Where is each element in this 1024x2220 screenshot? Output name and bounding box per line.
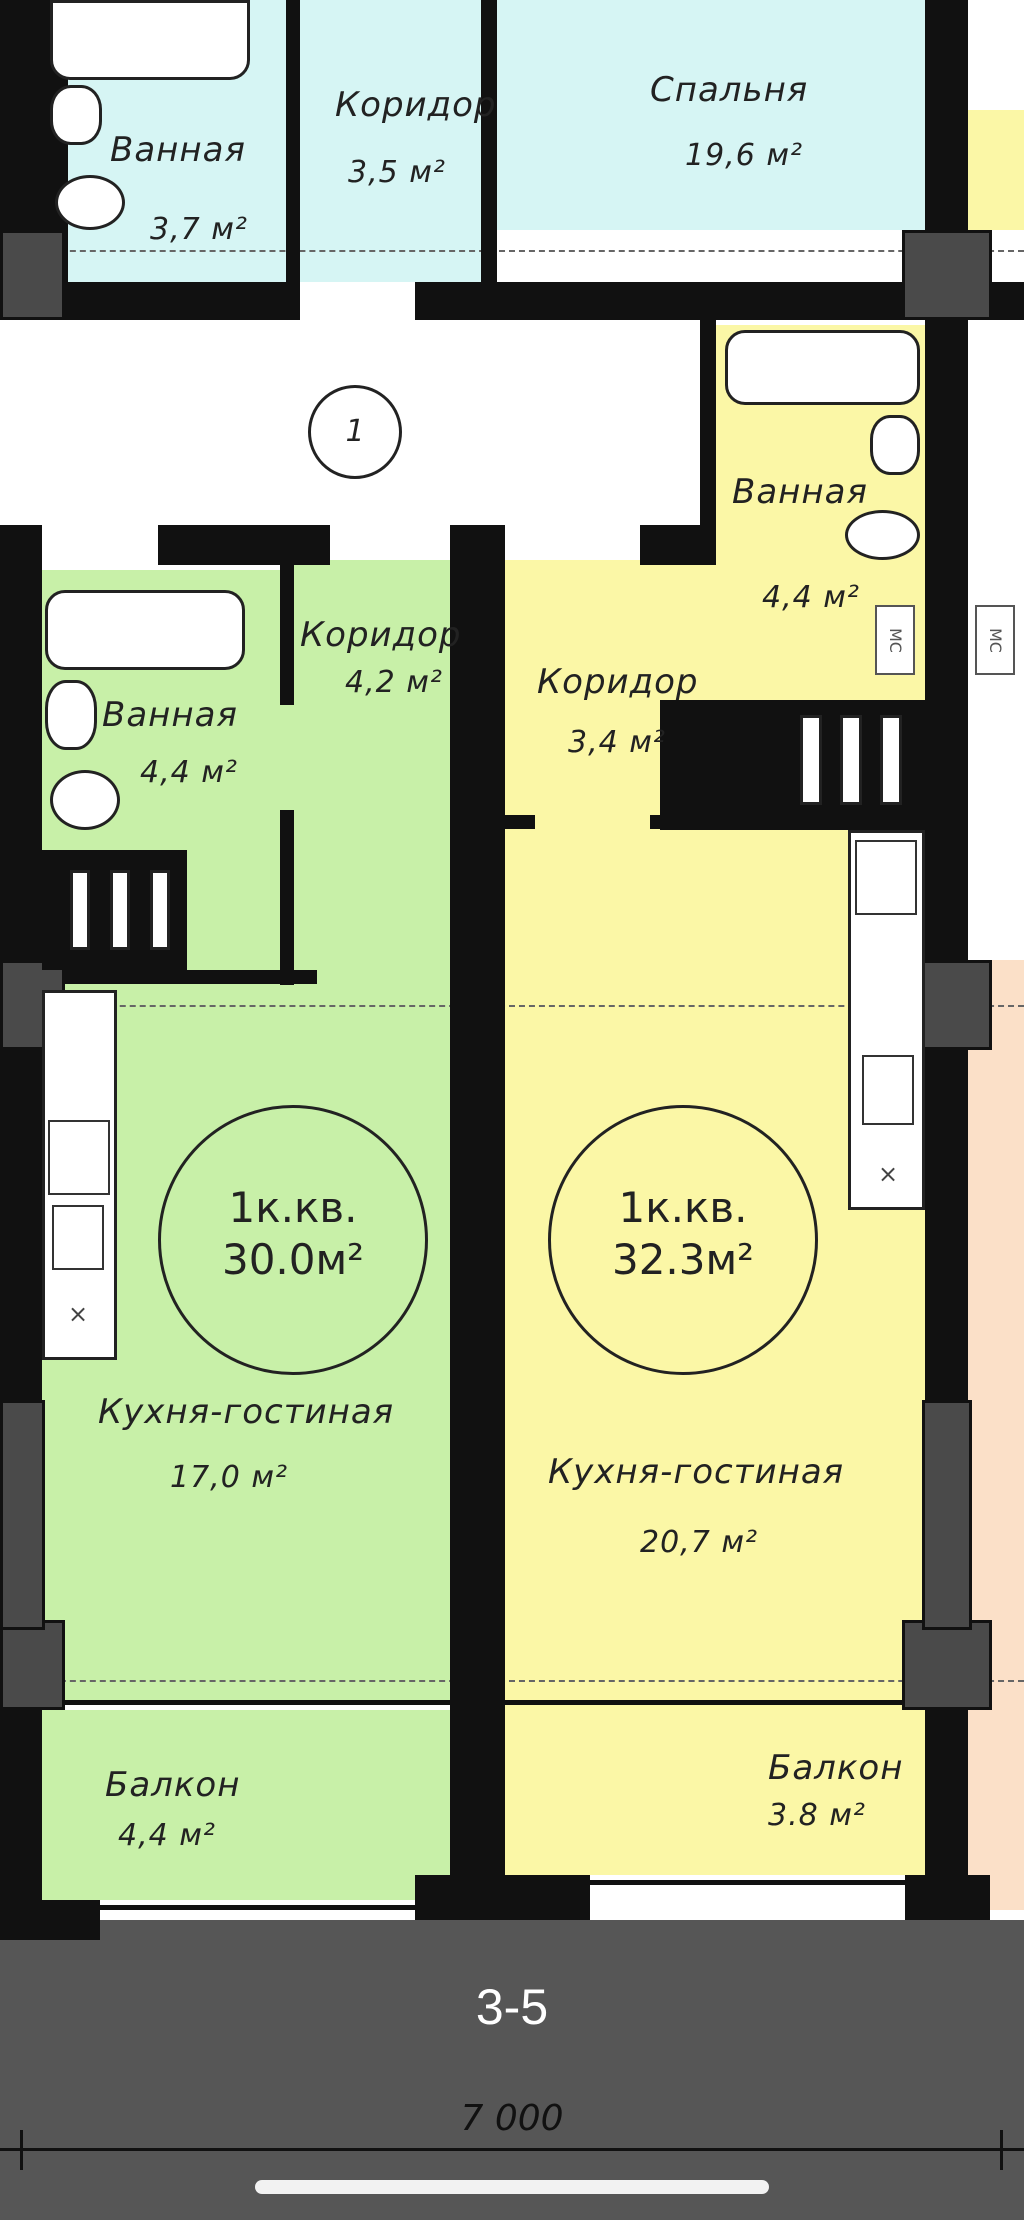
room-top-right-edge	[968, 110, 1024, 230]
balcony-rail	[100, 1905, 415, 1910]
room-name: Коридор	[300, 615, 462, 655]
room-left-balcony	[42, 1710, 462, 1900]
room-name: Ванная	[102, 695, 238, 735]
apartment-right-badge: 1к.кв. 32.3м²	[548, 1105, 818, 1375]
balcony-rail	[505, 1700, 925, 1705]
room-area: 3.8 м²	[768, 1798, 866, 1833]
room-right-balcony	[505, 1710, 925, 1875]
wall	[481, 0, 497, 282]
shaft-label: МС	[875, 605, 915, 675]
room-name: Коридор	[537, 662, 699, 702]
room-name: Ванная	[732, 472, 868, 512]
stair-tread	[70, 870, 90, 950]
stove-burners	[48, 1120, 110, 1195]
kitchen-sink	[52, 1205, 104, 1270]
apartment-left-total: 30.0м²	[221, 1235, 365, 1284]
axis-line-middle	[0, 1005, 1024, 1007]
sink	[45, 680, 97, 750]
room-name: Балкон	[105, 1765, 241, 1805]
toilet	[50, 770, 120, 830]
wall	[905, 1875, 990, 1920]
room-area: 20,7 м²	[640, 1525, 758, 1560]
room-name: Балкон	[768, 1748, 904, 1788]
pillar	[0, 1620, 65, 1710]
counter-mark: ×	[68, 1300, 89, 1328]
apartment-left-badge: 1к.кв. 30.0м²	[158, 1105, 428, 1375]
apartment-right-type: 1к.кв.	[618, 1183, 748, 1232]
wall	[0, 1900, 100, 1940]
room-area: 4,4 м²	[118, 1818, 216, 1853]
dimension-line	[0, 2148, 1024, 2151]
room-area: 4,4 м²	[762, 580, 860, 615]
room-area: 3,7 м²	[150, 212, 248, 247]
page-label: 3-5	[475, 1979, 549, 2035]
stair-tread	[840, 715, 862, 805]
room-area: 17,0 м²	[170, 1460, 288, 1495]
room-top-bedroom	[497, 0, 925, 230]
room-name: Спальня	[650, 70, 809, 110]
wall	[280, 565, 294, 705]
room-area: 3,5 м²	[348, 155, 446, 190]
pillar	[0, 230, 65, 320]
room-area: 3,4 м²	[568, 725, 666, 760]
bathtub	[725, 330, 920, 405]
room-left-corridor	[280, 560, 462, 980]
shaft-label: МС	[975, 605, 1015, 675]
room-area: 19,6 м²	[685, 138, 803, 173]
toilet	[55, 175, 125, 230]
room-name: Коридор	[335, 85, 497, 125]
stair-tread	[150, 870, 170, 950]
pillar	[902, 230, 992, 320]
apartment-right-total: 32.3м²	[611, 1235, 755, 1284]
stove-burners	[855, 840, 917, 915]
room-area: 4,2 м²	[345, 665, 443, 700]
stair-tread	[880, 715, 902, 805]
room-name: Ванная	[110, 130, 246, 170]
dimension-tick	[20, 2130, 23, 2170]
wall	[450, 525, 505, 1905]
room-name: Кухня-гостиная	[98, 1392, 395, 1432]
stair-tread	[110, 870, 130, 950]
wall	[280, 810, 294, 985]
room-name: Кухня-гостиная	[548, 1452, 845, 1492]
dimension-label: 7 000	[460, 2098, 564, 2139]
wall	[415, 1875, 590, 1920]
bathtub	[45, 590, 245, 670]
room-far-right	[968, 960, 1024, 1910]
wall	[286, 0, 300, 282]
wall	[700, 320, 716, 565]
toilet	[845, 510, 920, 560]
home-indicator[interactable]	[255, 2180, 769, 2194]
kitchen-sink	[862, 1055, 914, 1125]
stair-tread	[800, 715, 822, 805]
room-area: 4,4 м²	[140, 755, 238, 790]
bathtub	[50, 0, 250, 80]
floor-plan: × × МС МС 1 1к.кв. 30.0м² 1к.кв. 32.3м² …	[0, 0, 1024, 1940]
balcony-rail	[590, 1880, 905, 1885]
pillar	[902, 1620, 992, 1710]
wall	[158, 525, 330, 565]
apartment-left-type: 1к.кв.	[228, 1183, 358, 1232]
stair-marker-number: 1	[345, 414, 365, 449]
sink	[870, 415, 920, 475]
stair-marker: 1	[308, 385, 402, 479]
dimension-tick	[1000, 2130, 1003, 2170]
room-top-corridor	[286, 0, 481, 282]
sink	[50, 85, 102, 145]
pillar	[922, 1400, 972, 1630]
wall	[505, 815, 535, 829]
balcony-rail	[42, 1700, 462, 1705]
axis-line-upper	[0, 250, 1024, 252]
axis-line-lower	[0, 1680, 1024, 1682]
wall	[42, 970, 317, 984]
pillar	[0, 1400, 45, 1630]
counter-mark: ×	[878, 1160, 899, 1188]
